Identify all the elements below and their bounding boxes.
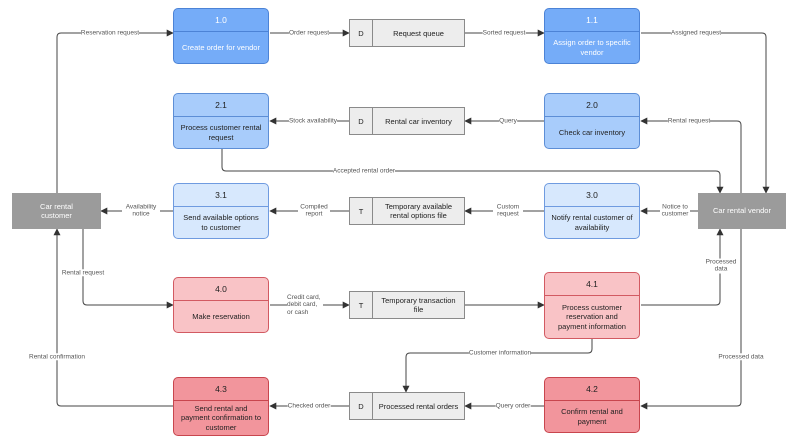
process-id: 3.0 (545, 184, 639, 207)
flow-processed-data-down (640, 229, 742, 410)
process-4-1[interactable]: 4.1 Process customer reservation and pay… (544, 272, 640, 339)
process-id: 4.2 (545, 378, 639, 401)
store-name: Temporary transaction file (381, 296, 456, 314)
label-rental-request-customer: Rental request (61, 269, 105, 277)
flow-assigned-request (641, 32, 770, 194)
process-name: Notify rental customer of availability (551, 213, 633, 232)
process-id: 2.1 (174, 94, 268, 117)
label-notice-to-customer: Notice to customer (660, 203, 690, 219)
process-id: 4.0 (174, 278, 268, 301)
label-accepted-rental-order: Accepted rental order (332, 167, 396, 175)
store-id: T (350, 198, 373, 224)
entity-label: Car rental vendor (713, 206, 771, 216)
process-1-1[interactable]: 1.1 Assign order to specific vendor (544, 8, 640, 64)
store-id: T (350, 292, 373, 318)
flow-processed-data-up (641, 228, 724, 306)
store-id: D (350, 393, 373, 419)
process-2-1[interactable]: 2.1 Process customer rental request (173, 93, 269, 149)
flow-rental-request-customer (82, 229, 174, 309)
entity-car-rental-vendor[interactable]: Car rental vendor (698, 193, 786, 229)
entity-label: Car rental customer (40, 201, 73, 220)
label-availability-notice: Availability notice (122, 203, 160, 219)
label-processed-data-up: Processed data (703, 258, 739, 274)
process-name: Create order for vendor (182, 42, 260, 52)
process-1-0[interactable]: 1.0 Create order for vendor (173, 8, 269, 64)
process-4-2[interactable]: 4.2 Confirm rental and payment (544, 377, 640, 433)
process-name: Send available options to customer (183, 213, 259, 232)
process-id: 4.3 (174, 378, 268, 401)
store-id: D (350, 108, 373, 134)
process-name: Send rental and payment confirmation to … (180, 403, 262, 432)
process-id: 1.1 (545, 9, 639, 32)
label-rental-confirmation: Rental confirmation (29, 353, 85, 361)
process-id: 1.0 (174, 9, 268, 32)
label-query-order: Query order (495, 402, 531, 410)
flow-accepted-rental-order (221, 149, 724, 194)
store-name: Temporary available rental options file (384, 202, 453, 220)
store-request-queue[interactable]: D Request queue (349, 19, 465, 47)
label-customer-information: Customer information (468, 349, 532, 357)
label-custom-request: Custom request (493, 203, 523, 219)
store-rental-car-inventory[interactable]: D Rental car inventory (349, 107, 465, 135)
store-name: Rental car inventory (385, 116, 452, 126)
store-temp-transaction[interactable]: T Temporary transaction file (349, 291, 465, 319)
flow-rental-request-vendor (640, 117, 742, 193)
process-name: Confirm rental and payment (561, 407, 623, 426)
store-name: Request queue (393, 28, 444, 38)
label-rental-request-vendor: Rental request (667, 117, 711, 125)
process-name: Assign order to specific vendor (553, 38, 631, 57)
process-id: 3.1 (174, 184, 268, 207)
label-checked-order: Checked order (287, 402, 331, 410)
store-id: D (350, 20, 373, 46)
process-3-0[interactable]: 3.0 Notify rental customer of availabili… (544, 183, 640, 239)
store-temp-rental-options[interactable]: T Temporary available rental options fil… (349, 197, 465, 225)
process-3-1[interactable]: 3.1 Send available options to customer (173, 183, 269, 239)
label-sorted-request: Sorted request (482, 29, 526, 37)
flow-reservation-request (56, 29, 174, 193)
store-name: Processed rental orders (378, 401, 459, 411)
label-query: Query (499, 117, 517, 125)
process-4-0[interactable]: 4.0 Make reservation (173, 277, 269, 333)
process-id: 2.0 (545, 94, 639, 117)
label-order-request: Order request (288, 29, 330, 37)
label-compiled-report: Compiled report (298, 203, 330, 219)
store-processed-orders[interactable]: D Processed rental orders (349, 392, 465, 420)
label-payment-info: Credit card, debit card, or cash (287, 293, 323, 317)
process-id: 4.1 (545, 273, 639, 296)
process-name: Check car inventory (558, 127, 626, 137)
process-name: Process customer reservation and payment… (558, 302, 626, 331)
entity-car-rental-customer[interactable]: Car rental customer (12, 193, 101, 229)
process-name: Process customer rental request (180, 123, 262, 142)
label-stock-availability: Stock availability (288, 117, 338, 125)
process-2-0[interactable]: 2.0 Check car inventory (544, 93, 640, 149)
flow-rental-confirmation (53, 228, 173, 407)
process-4-3[interactable]: 4.3 Send rental and payment confirmation… (173, 377, 269, 436)
label-assigned-request: Assigned request (670, 29, 722, 37)
label-reservation-request: Reservation request (80, 29, 140, 37)
process-name: Make reservation (192, 311, 250, 321)
label-processed-data-down: Processed data (718, 353, 764, 361)
